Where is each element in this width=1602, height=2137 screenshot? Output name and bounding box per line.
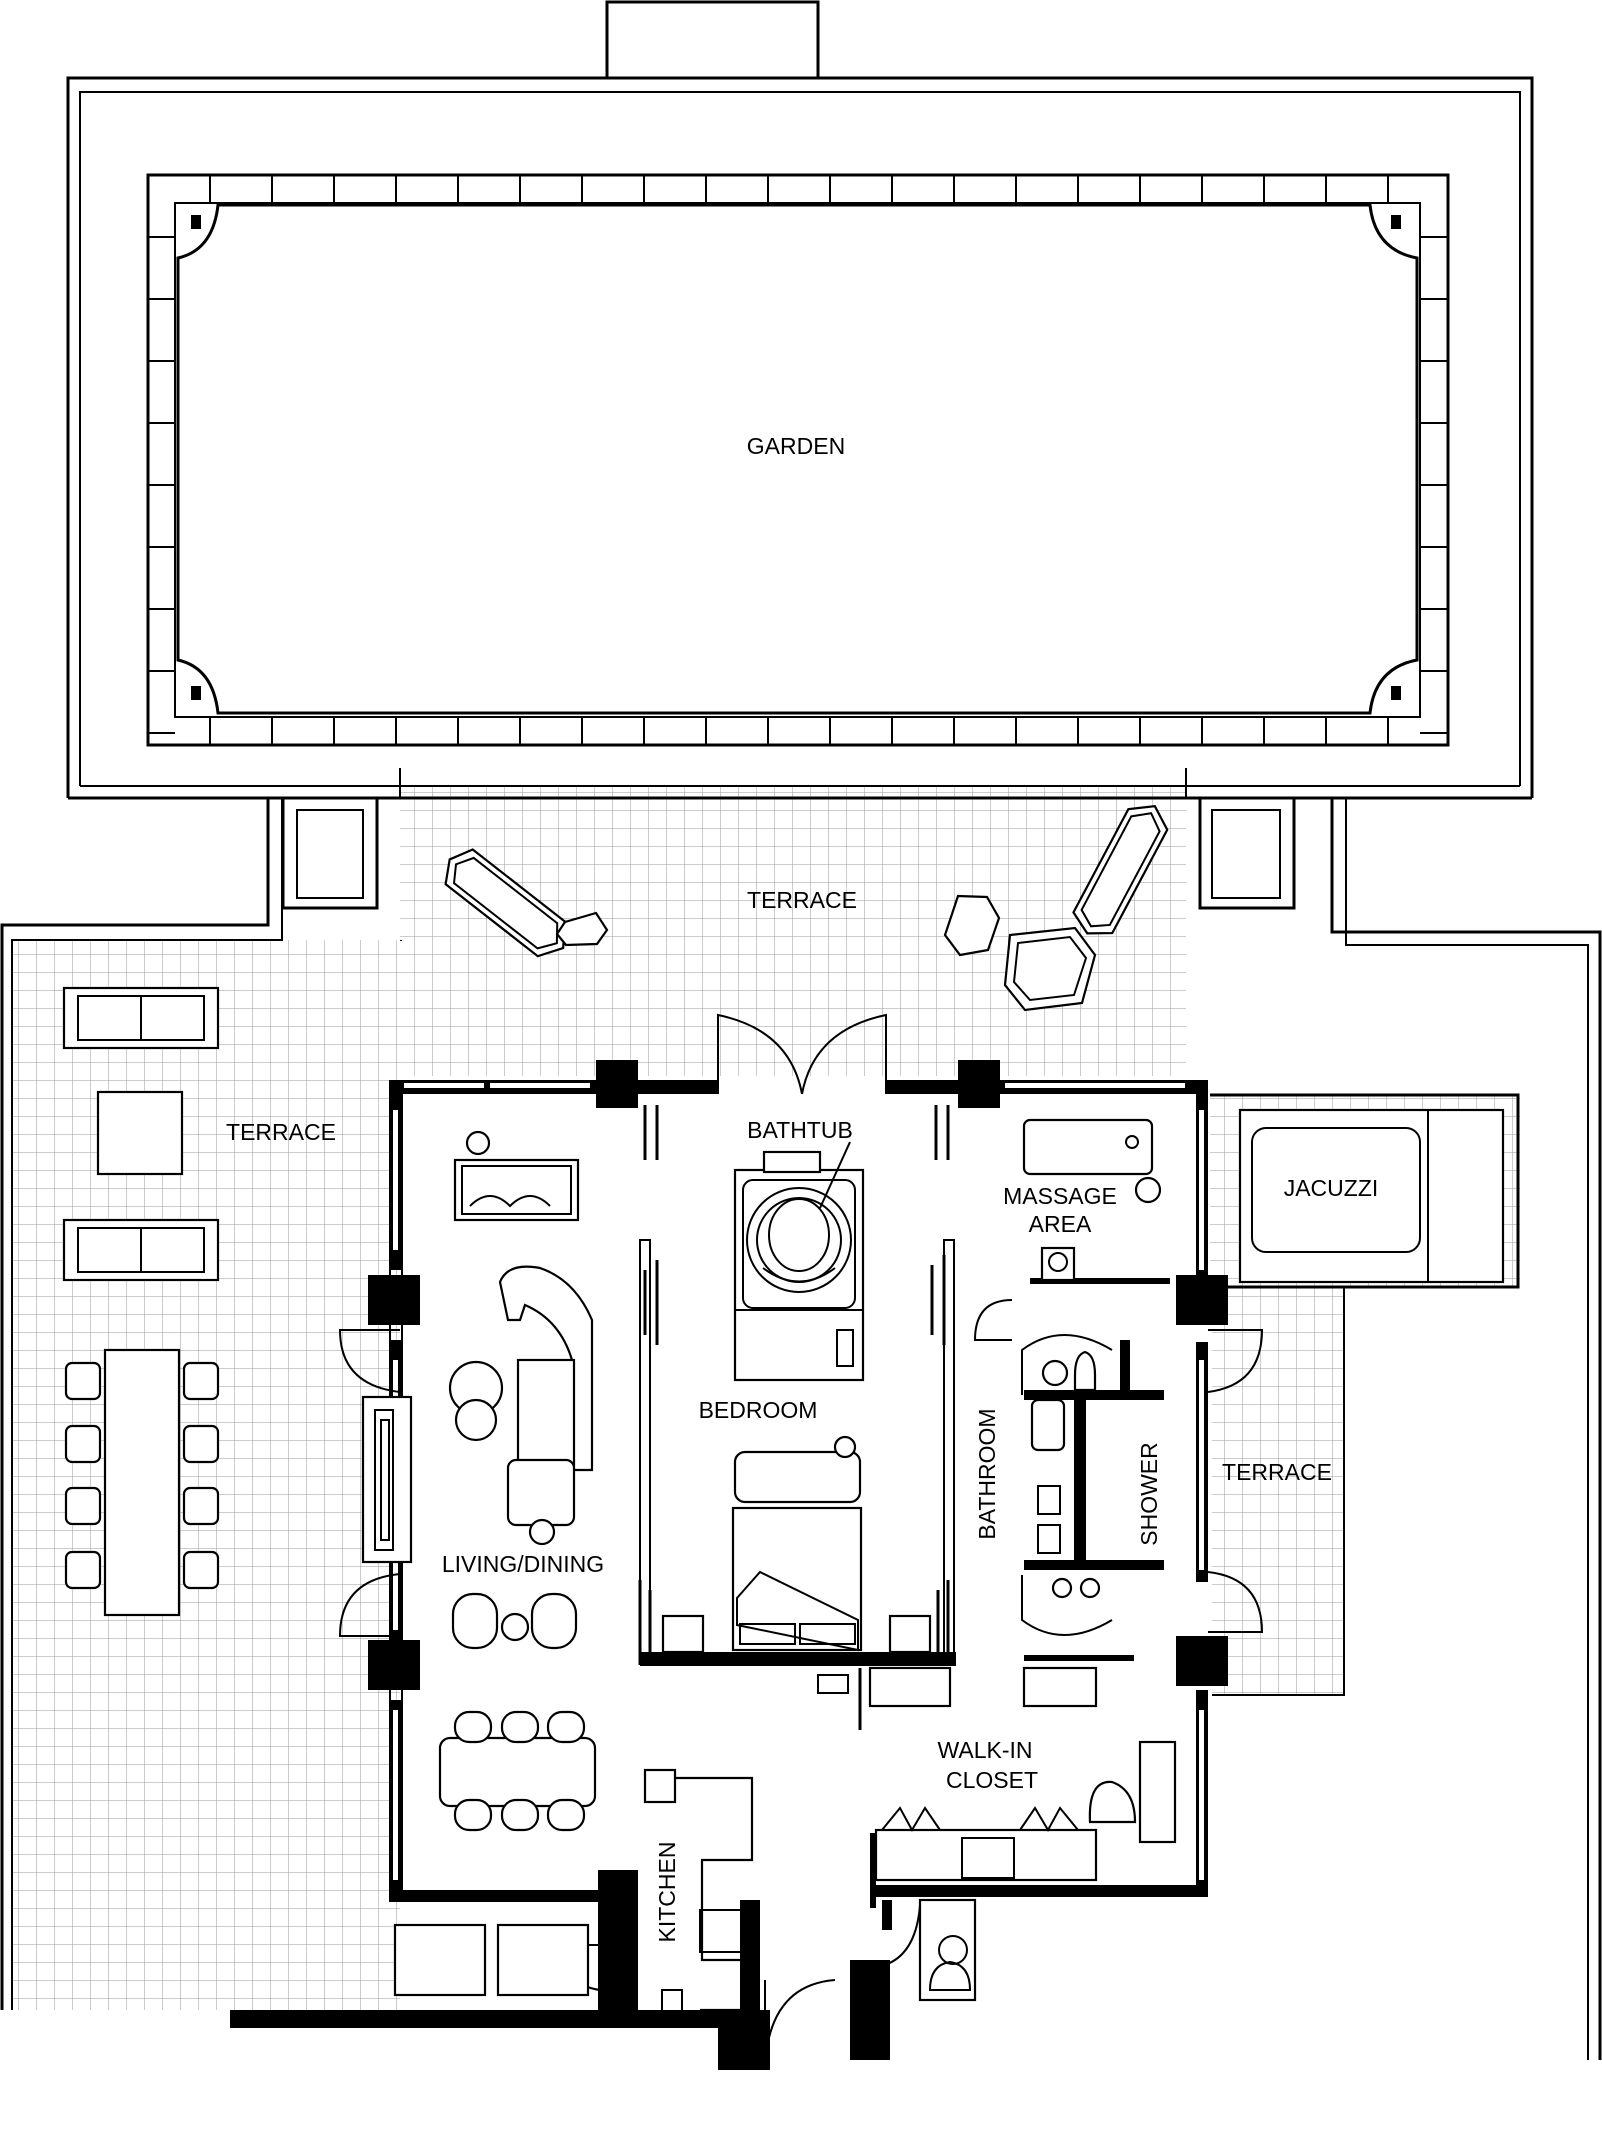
garden-enclosure [66, 0, 1534, 800]
dining-chair [453, 1798, 493, 1832]
dining-chair [546, 1798, 586, 1832]
label-garden: GARDEN [747, 433, 845, 459]
garden-lawn [176, 203, 1419, 715]
bedroom-core [638, 1105, 956, 1666]
label-walkin-line1: WALK-IN [938, 1737, 1033, 1763]
label-jacuzzi: JACUZZI [1284, 1175, 1379, 1201]
label-bathtub: BATHTUB [747, 1117, 853, 1143]
planter-tiles [148, 175, 1448, 745]
label-terrace-right: TERRACE [1222, 1459, 1332, 1485]
dining-chair [64, 1550, 102, 1590]
terrace-loungers [444, 805, 1169, 1012]
dining-chair [182, 1486, 220, 1526]
dining-chair [182, 1550, 220, 1590]
dining-chair [500, 1710, 540, 1744]
dining-chair [64, 1361, 102, 1401]
dining-chair [182, 1361, 220, 1401]
upper-side-blocks [0, 796, 1602, 2060]
label-shower: SHOWER [1136, 1442, 1162, 1546]
living-dining-furniture [361, 1130, 597, 1832]
label-bedroom: BEDROOM [699, 1397, 818, 1423]
dining-chairs [453, 1710, 586, 1832]
label-bathroom: BATHROOM [974, 1408, 1000, 1539]
dining-chair [500, 1798, 540, 1832]
label-walkin-line2: CLOSET [946, 1767, 1038, 1793]
dining-chair [64, 1424, 102, 1464]
left-terrace-furniture [62, 986, 220, 1617]
dining-chairs [64, 1361, 220, 1590]
label-massage-line1: MASSAGE [1003, 1183, 1117, 1209]
bathroom-fittings [973, 1118, 1170, 1708]
label-terrace-top: TERRACE [747, 887, 857, 913]
jacuzzi-deck [1210, 1093, 1520, 1696]
kitchen-fittings [230, 1768, 770, 2070]
garden-planter-border [146, 173, 1450, 747]
label-terrace-left: TERRACE [226, 1119, 336, 1145]
label-kitchen: KITCHEN [654, 1842, 680, 1943]
walkin-closet-fittings [817, 1666, 1177, 2060]
room-labels: GARDEN TERRACE TERRACE TERRACE JACUZZI B… [226, 433, 1378, 1942]
dining-chair [453, 1710, 493, 1744]
dining-chair [64, 1486, 102, 1526]
dining-chair [182, 1424, 220, 1464]
label-living-dining: LIVING/DINING [442, 1551, 604, 1577]
building-walls [368, 1060, 1228, 1930]
dining-chair [546, 1710, 586, 1744]
label-massage-line2: AREA [1029, 1211, 1092, 1237]
